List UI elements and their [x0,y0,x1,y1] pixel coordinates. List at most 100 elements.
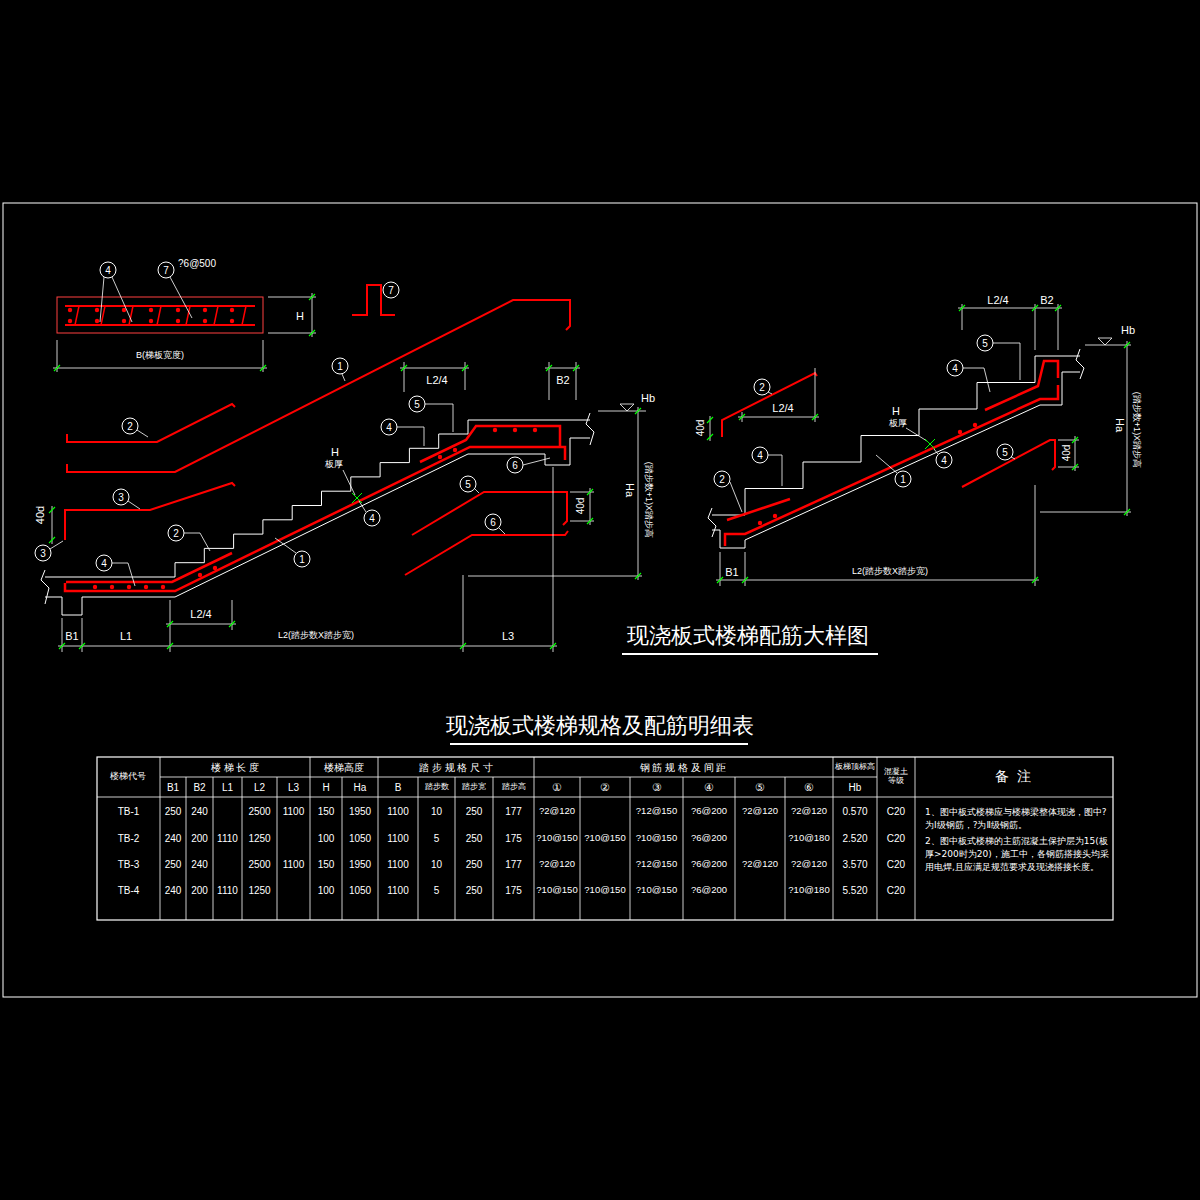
table-cell: 3.570 [842,859,867,870]
callout-number: 4 [757,450,763,461]
callout-number: 7 [163,265,169,276]
tie-symbol [352,285,395,315]
callout-number: 3 [118,492,124,503]
rebar-dot [773,514,777,518]
section-rebar [65,306,255,325]
table-cell: ?2@120 [791,806,827,816]
callout-circle [460,476,476,492]
thickness-marker [352,439,935,503]
table-cell: 1100 [387,885,409,896]
table-cell: 250 [466,859,483,870]
table-cell: 200 [191,833,208,844]
table-cell: Hb [849,782,862,793]
callout-number: 2 [127,421,133,432]
table-cell: 楼梯代号 [110,772,146,782]
table-cell: 0.570 [842,806,867,817]
dimension-label: Hb [641,392,655,404]
table-cell: 1100 [387,859,409,870]
table-cell: 100 [318,833,335,844]
callout-circle [383,282,399,298]
table-cell: 1100 [387,806,409,817]
dimension-label: 40d [575,498,586,515]
table-cell: ?10@150 [536,885,577,895]
dimension-label: Ha [624,483,636,497]
table-cell: B1 [167,782,179,793]
rebar-dot [533,428,537,432]
dimension-label: L2(踏步数X踏步宽) [278,631,354,641]
table-cell: 177 [505,859,522,870]
table-cell: 240 [191,806,208,817]
rebar-detail [65,300,570,575]
dimension-label: Hb [1121,324,1135,336]
dimension-label: L2/4 [426,374,447,386]
rebar-dot [203,308,207,312]
table-cell: ?10@150 [584,833,625,843]
table-cell: 1050 [349,885,371,896]
table-cell: 177 [505,806,522,817]
table-cell: C20 [887,833,905,844]
dimension-label: H [296,310,304,322]
table-cell: ?6@200 [691,833,727,843]
rebar-dot [230,319,234,323]
rebar-dot [122,319,126,323]
table-cell: 2500 [248,806,270,817]
rebar-dot [149,319,153,323]
table-cell: L3 [288,782,299,793]
callout-number: 7 [388,285,394,296]
callout-circle [714,471,730,487]
callout-number: 4 [941,455,947,466]
callout-circle [947,360,963,376]
table-cell: B2 [193,782,205,793]
rebar-dot [973,423,977,427]
table-cell: 250 [466,885,483,896]
table-cell: 踏 步 规 格 尺 寸 [419,762,493,773]
dimension-lines [52,293,646,652]
dimension-label: H [892,405,900,417]
dimension-label: ?6@500 [178,258,216,269]
table-cell: 楼梯高度 [324,762,364,773]
table-cell: 240 [191,859,208,870]
table-cell: 175 [505,833,522,844]
table-cell: 240 [165,833,182,844]
rebar-detail [722,373,1055,487]
dimension-label: L2/4 [987,294,1008,306]
rebar [725,361,1058,546]
drawing-title: 现浇板式楼梯配筋大样图 [627,624,869,648]
table-grid [97,757,1113,920]
dimension-label: 板厚 [889,419,907,429]
callout-circle [507,457,523,473]
callout-circle [485,514,501,530]
table-cell: 2500 [248,859,270,870]
table-cell: 1110 [217,885,238,896]
callout-number: 1 [337,361,343,372]
table-cell: ?2@120 [742,806,778,816]
callout-circle [409,396,425,412]
callout-number: 4 [386,422,392,433]
table-cell: ④ [704,781,714,793]
table-cell: ?2@120 [742,859,778,869]
rebar-dot [68,319,72,323]
table-cell: 10 [431,806,442,817]
table-cell: 175 [505,885,522,896]
callout-circle [977,335,993,351]
table-cell: ⑥ [804,781,814,793]
table-cell: 10 [431,859,442,870]
dimension-label: (踏步数+1)X踏步高 [643,462,653,538]
table-cell: TB-1 [118,806,140,817]
table-cell: 踏步宽 [462,783,486,792]
table-cell: H [322,782,329,793]
rebar-dot [438,455,442,459]
table-cell: 200 [191,885,208,896]
rebar-dot [213,566,217,570]
callout-circle [936,452,952,468]
rebar-dot [176,308,180,312]
callout-number: 4 [101,558,107,569]
callout-circle [997,444,1013,460]
callout-circle [294,551,310,567]
table-cell: 150 [318,859,335,870]
callout-number: 4 [952,363,958,374]
callout-number: 6 [490,517,496,528]
rebar-dot [110,585,114,589]
